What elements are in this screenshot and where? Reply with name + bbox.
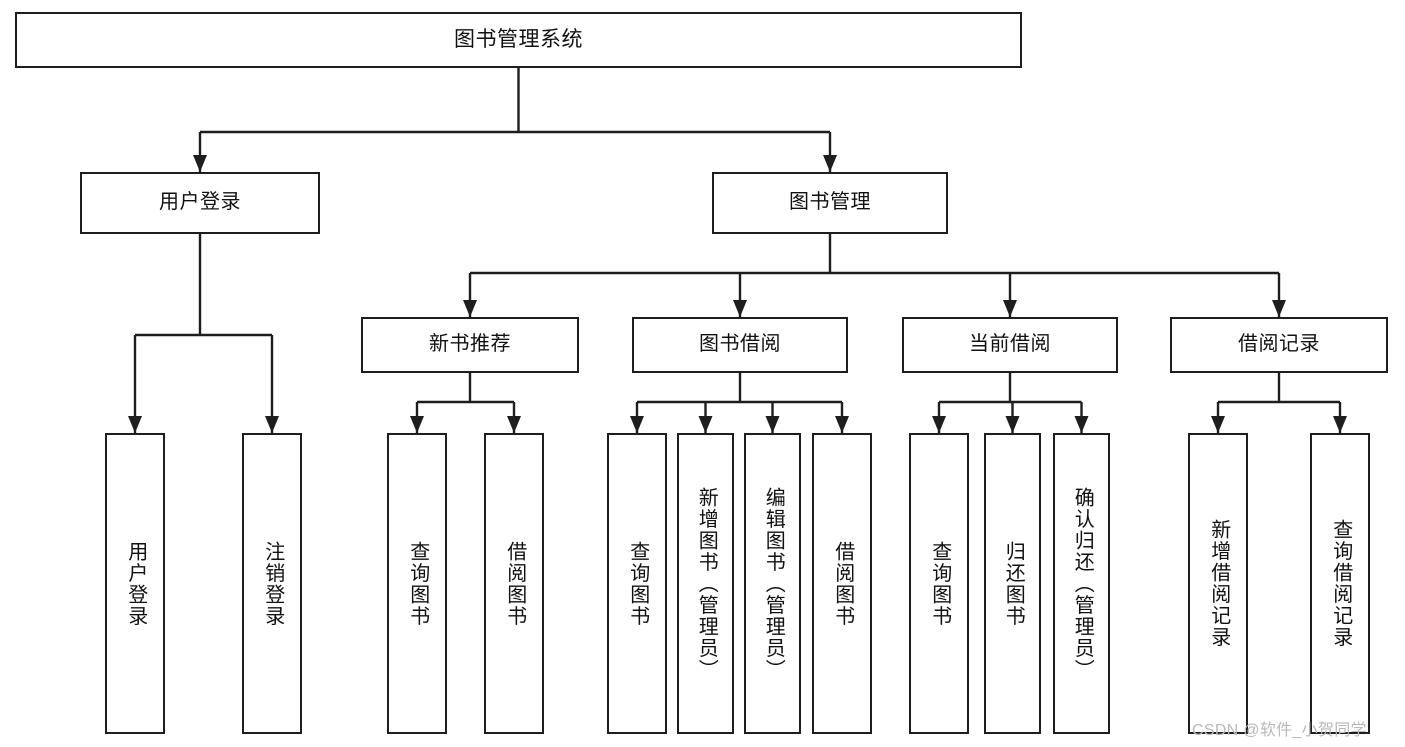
node-l3-c2[interactable]: 新增图书（管理员） xyxy=(677,433,734,734)
user-login-to-leaves-arrowhead-0 xyxy=(128,416,142,433)
borrow-to-leaves-arrowhead-3 xyxy=(835,416,849,433)
node-l3-d3[interactable]: 确认归还（管理员） xyxy=(1053,433,1110,734)
node-label: 图书借阅 xyxy=(699,333,781,356)
book-mgmt-to-level2-arrowhead-1 xyxy=(733,300,747,317)
node-label: 新增借阅记录 xyxy=(1207,519,1230,648)
book-mgmt-to-level2-arrowhead-3 xyxy=(1272,300,1286,317)
node-label: 确认归还（管理员） xyxy=(1071,486,1094,681)
node-label: 查询图书 xyxy=(928,540,951,627)
node-l3-b2[interactable]: 借阅图书 xyxy=(484,433,544,734)
node-l3-a2[interactable]: 注销登录 xyxy=(242,433,302,734)
node-label: 查询借阅记录 xyxy=(1329,519,1352,648)
record-to-leaves-arrowhead-1 xyxy=(1333,416,1347,433)
node-l2-borrow[interactable]: 图书借阅 xyxy=(632,317,848,373)
new-book-to-leaves-arrowhead-1 xyxy=(507,416,521,433)
node-l2-current[interactable]: 当前借阅 xyxy=(902,317,1118,373)
node-l1-book-mgmt[interactable]: 图书管理 xyxy=(712,172,948,234)
node-l1-user-login[interactable]: 用户登录 xyxy=(80,172,320,234)
node-label: 图书管理系统 xyxy=(454,27,583,51)
node-label: 编辑图书（管理员） xyxy=(762,486,785,681)
node-l2-new-book[interactable]: 新书推荐 xyxy=(361,317,579,373)
node-root[interactable]: 图书管理系统 xyxy=(15,12,1022,68)
node-l3-c3[interactable]: 编辑图书（管理员） xyxy=(744,433,801,734)
new-book-to-leaves-arrowhead-0 xyxy=(410,416,424,433)
node-label: 借阅图书 xyxy=(831,540,854,627)
node-label: 新书推荐 xyxy=(429,333,511,356)
node-l3-d2[interactable]: 归还图书 xyxy=(984,433,1041,734)
root-to-level1-arrowhead-1 xyxy=(823,155,837,172)
node-label: 图书管理 xyxy=(789,191,871,214)
node-l3-d1[interactable]: 查询图书 xyxy=(909,433,969,734)
node-l3-c1[interactable]: 查询图书 xyxy=(607,433,667,734)
book-mgmt-to-level2-arrowhead-0 xyxy=(463,300,477,317)
current-to-leaves-arrowhead-2 xyxy=(1074,416,1089,433)
node-label: 新增图书（管理员） xyxy=(695,486,718,681)
node-label: 用户登录 xyxy=(124,540,147,627)
node-l3-a1[interactable]: 用户登录 xyxy=(105,433,165,734)
node-label: 查询图书 xyxy=(406,540,429,627)
node-l3-e1[interactable]: 新增借阅记录 xyxy=(1188,433,1248,734)
node-label: 用户登录 xyxy=(159,191,241,214)
node-l3-e2[interactable]: 查询借阅记录 xyxy=(1310,433,1370,734)
borrow-to-leaves-arrowhead-2 xyxy=(765,416,780,433)
node-l2-record[interactable]: 借阅记录 xyxy=(1170,317,1388,373)
user-login-to-leaves-arrowhead-1 xyxy=(265,416,279,433)
current-to-leaves-arrowhead-0 xyxy=(932,416,946,433)
node-label: 归还图书 xyxy=(1002,540,1025,627)
current-to-leaves-arrowhead-1 xyxy=(1005,416,1020,433)
csdn-watermark: CSDN @软件_小贺同学 xyxy=(1192,722,1367,739)
node-label: 当前借阅 xyxy=(969,333,1051,356)
node-label: 查询图书 xyxy=(626,540,649,627)
node-label: 注销登录 xyxy=(261,540,284,627)
root-to-level1-arrowhead-0 xyxy=(193,155,207,172)
node-l3-c4[interactable]: 借阅图书 xyxy=(812,433,872,734)
borrow-to-leaves-arrowhead-1 xyxy=(698,416,713,433)
node-label: 借阅记录 xyxy=(1238,333,1320,356)
borrow-to-leaves-arrowhead-0 xyxy=(630,416,644,433)
book-mgmt-to-level2-arrowhead-2 xyxy=(1003,300,1017,317)
node-label: 借阅图书 xyxy=(503,540,526,627)
node-l3-b1[interactable]: 查询图书 xyxy=(387,433,447,734)
record-to-leaves-arrowhead-0 xyxy=(1211,416,1225,433)
